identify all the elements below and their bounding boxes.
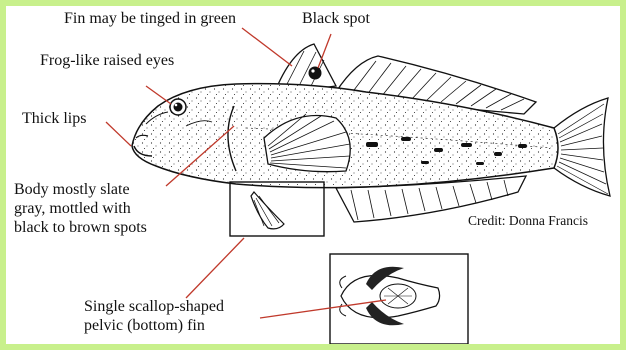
- label-frog-like-eyes: Frog-like raised eyes: [40, 52, 174, 70]
- image-credit: Credit: Donna Francis: [468, 212, 588, 230]
- label-black-spot: Black spot: [302, 10, 370, 28]
- tail-fin: [554, 98, 610, 196]
- diagram-canvas: Fin may be tinged in green Black spot Fr…: [6, 6, 620, 344]
- raised-eye: [170, 99, 186, 115]
- label-body-line-2: gray, mottled with: [14, 200, 131, 218]
- pelvic-fin: [251, 192, 284, 229]
- label-body-line-1: Body mostly slate: [14, 181, 130, 199]
- label-body-line-3: black to brown spots: [14, 219, 147, 237]
- label-pelvic-line-1: Single scallop-shaped: [84, 298, 224, 316]
- black-spot-marker: [309, 67, 322, 80]
- label-pelvic-line-2: pelvic (bottom) fin: [84, 317, 205, 335]
- label-fin-tinged-green: Fin may be tinged in green: [64, 10, 236, 28]
- ventral-view-inset: [330, 254, 468, 344]
- label-thick-lips: Thick lips: [22, 110, 86, 128]
